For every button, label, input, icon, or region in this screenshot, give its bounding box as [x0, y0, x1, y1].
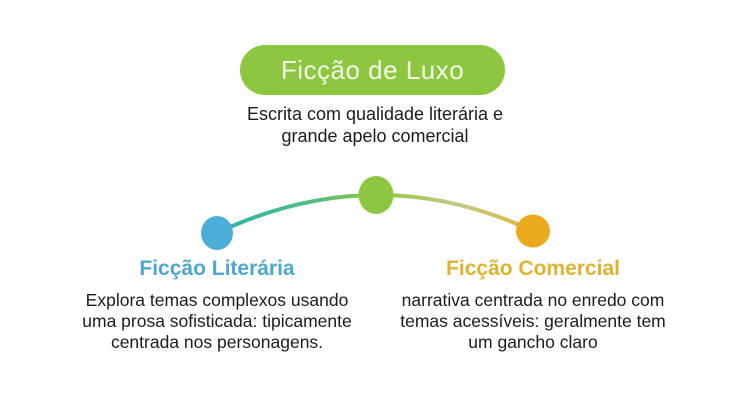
commercial-description-line-1: narrativa centrada no enredo com: [401, 290, 665, 310]
luxury-description-line-1: Escrita com qualidade literária e: [246, 104, 504, 124]
commercial-description-line-2: temas acessíveis: geralmente tem: [400, 311, 666, 331]
literary-description-line-3: centrada nos personagens.: [110, 332, 324, 352]
literary-description-line-2: uma prosa sofisticada: tipicamente: [82, 311, 352, 331]
commercial-fiction-description: narrativa centrada no enredo com temas a…: [368, 290, 698, 353]
literary-description-line-1: Explora temas complexos usando: [85, 290, 349, 310]
literary-fiction-dot-icon: [201, 216, 233, 250]
literary-fiction-title: Ficção Literária: [139, 257, 295, 280]
luxury-description-line-2: grande apelo comercial: [281, 126, 469, 146]
commercial-fiction-title: Ficção Comercial: [446, 257, 620, 280]
luxury-fiction-node: Ficção de Luxo: [240, 45, 505, 95]
literary-fiction-section: Ficção Literária Explora temas complexos…: [52, 257, 382, 353]
luxury-fiction-dot-icon: [358, 176, 394, 214]
luxury-fiction-node-label: Ficção de Luxo: [280, 54, 465, 85]
luxury-fiction-description: Escrita com qualidade literária e grande…: [0, 103, 750, 147]
commercial-description-line-3: um gancho claro: [468, 332, 598, 352]
commercial-fiction-section: Ficção Comercial narrativa centrada no e…: [368, 257, 698, 353]
literary-fiction-description: Explora temas complexos usando uma prosa…: [52, 290, 382, 353]
commercial-fiction-dot-icon: [516, 214, 550, 248]
